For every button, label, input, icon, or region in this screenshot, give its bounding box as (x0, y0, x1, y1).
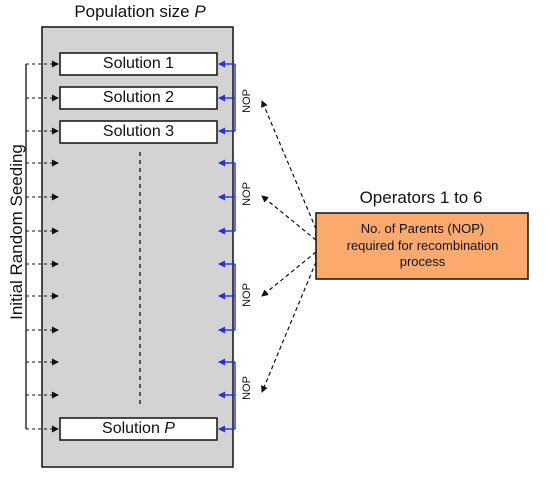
solution-box-1 (59, 52, 218, 76)
solution-p-label: Solution P (102, 420, 175, 437)
nop-bracket (218, 60, 236, 135)
operators-title: Operators 1 to 6 (359, 188, 483, 207)
solution-box-3 (59, 120, 218, 144)
nop-bracket (218, 159, 236, 235)
nop-bracket (218, 260, 236, 334)
solution-2-label: Solution 2 (102, 89, 175, 106)
solution-box-p (59, 417, 218, 441)
nop-label-3: NOP (241, 283, 253, 307)
seeding-label: Initial Random Seeding (7, 144, 26, 320)
operator-box-text: No. of Parents (NOP) required for recomb… (318, 214, 527, 278)
operator-box (315, 212, 529, 280)
seeding-arrows (26, 60, 59, 433)
operator-link-arrow (261, 100, 322, 236)
nop-label-4: NOP (241, 376, 253, 400)
solution-1-label: Solution 1 (102, 55, 175, 72)
operator-box-line-1: No. of Parents (NOP) (360, 220, 485, 236)
operator-link-arrow (261, 245, 323, 297)
nop-label-2: NOP (241, 182, 253, 206)
solution-3-label: Solution 3 (102, 123, 175, 140)
nop-label-1: NOP (241, 89, 253, 113)
operator-link-arrow (261, 195, 323, 247)
nop-brackets (218, 60, 236, 433)
operator-box-line-2: required for recombination (346, 237, 499, 253)
operator-arrows (261, 100, 323, 393)
operator-link-arrow (261, 255, 322, 393)
nop-bracket (218, 358, 236, 433)
population-title: Population size P (74, 2, 206, 21)
solution-box-2 (59, 86, 218, 110)
operator-box-line-3: process (399, 254, 446, 270)
